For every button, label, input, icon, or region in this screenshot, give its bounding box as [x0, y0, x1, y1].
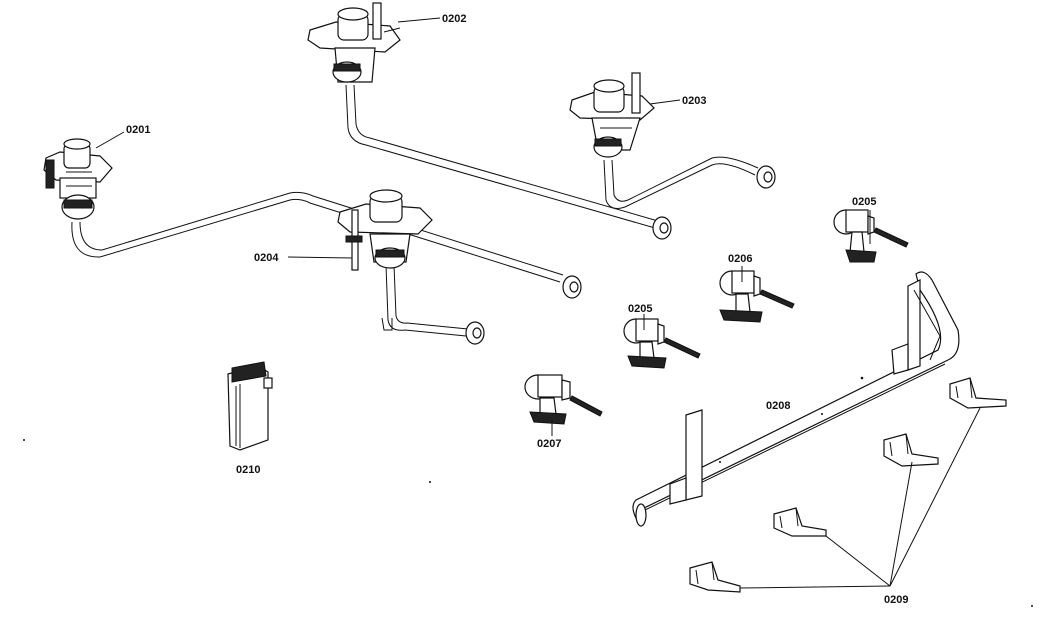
- module-0210: [227, 361, 273, 451]
- label-0207: 0207: [537, 438, 561, 450]
- bracket-0209-a: [689, 561, 741, 593]
- leader-lines: [95, 17, 981, 589]
- label-0202: 0202: [442, 13, 466, 25]
- bracket-0209-c: [883, 433, 939, 467]
- gas-tube-left: [71, 191, 564, 283]
- burner-valve-0203: [569, 72, 655, 158]
- gas-tube-center: [381, 264, 469, 337]
- label-0201: 0201: [126, 124, 150, 136]
- manifold-0208: [632, 271, 960, 527]
- valve-0206: [719, 270, 795, 323]
- label-0204: 0204: [254, 252, 279, 264]
- label-0209: 0209: [884, 594, 908, 606]
- label-0205-middle: 0205: [628, 303, 652, 315]
- burner-valve-0201: [43, 138, 113, 220]
- tube-nut-top: [652, 216, 672, 240]
- label-0210: 0210: [236, 464, 260, 476]
- valve-0205-upper: [833, 209, 909, 263]
- label-0206: 0206: [728, 253, 752, 265]
- burner-valve-0204: [337, 189, 433, 271]
- label-0205-upper: 0205: [852, 196, 876, 208]
- label-0208: 0208: [766, 400, 790, 412]
- valve-0205-middle: [623, 318, 701, 369]
- bracket-0209-d: [949, 377, 1007, 409]
- tube-nut-right: [756, 165, 776, 189]
- burner-valve-0202: [307, 2, 401, 83]
- bracket-0209-b: [773, 507, 827, 537]
- tube-nut-left: [562, 275, 582, 299]
- tube-nut-center: [465, 321, 485, 345]
- scan-dots: [23, 376, 1033, 607]
- label-0203: 0203: [682, 95, 706, 107]
- gas-tube-top: [345, 84, 659, 229]
- valve-0207: [524, 374, 603, 425]
- gas-tube-right: [603, 156, 759, 209]
